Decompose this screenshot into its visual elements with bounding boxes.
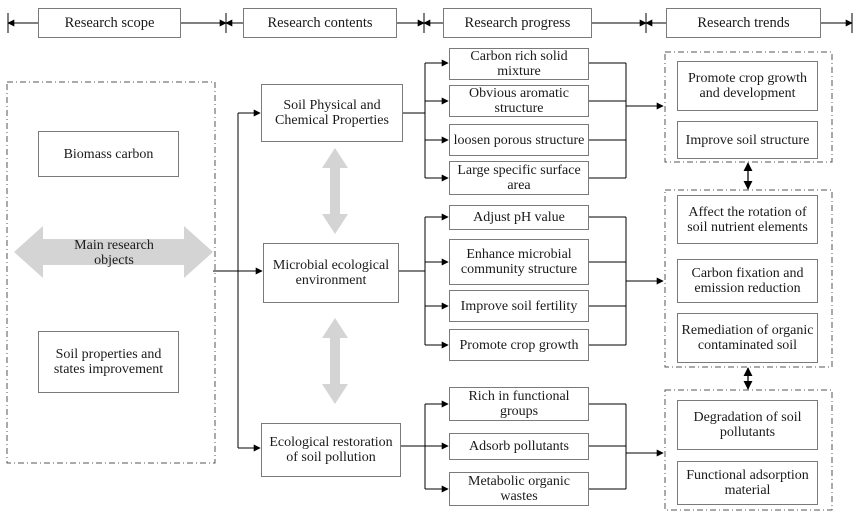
progress-adjust-ph: Adjust pH value — [449, 205, 589, 230]
header-timeline — [7, 13, 853, 33]
content-ecological-restoration: Ecological restoration of soil pollution — [261, 423, 401, 477]
scope-main-research-objects: Main research objects — [74, 238, 154, 268]
dashed-containers — [6, 51, 833, 511]
content-soil-physical-chemical: Soil Physical and Chemical Properties — [261, 84, 403, 142]
scope-to-contents-connectors — [213, 109, 263, 452]
scope-biomass-carbon: Biomass carbon — [38, 131, 179, 177]
trend-promote-crop-growth: Promote crop growth and development — [677, 61, 818, 111]
trend-improve-soil-structure: Improve soil structure — [677, 121, 818, 159]
progress-microbial-community: Enhance microbial community structure — [449, 239, 589, 285]
progress-carbon-rich-solid-mixture: Carbon rich solid mixture — [449, 48, 589, 80]
header-research-progress: Research progress — [443, 8, 592, 38]
trend-degradation-pollutants: Degradation of soil pollutants — [677, 400, 818, 450]
big-arrows — [14, 148, 348, 404]
progress-functional-groups: Rich in functional groups — [449, 387, 589, 421]
header-research-contents: Research contents — [243, 8, 397, 38]
content-microbial-environment: Microbial ecological environment — [263, 243, 399, 303]
progress-to-trends-connectors — [589, 62, 664, 490]
progress-porous-structure: loosen porous structure — [449, 124, 589, 156]
trend-carbon-fixation: Carbon fixation and emission reduction — [677, 259, 818, 303]
scope-soil-properties-improvement: Soil properties and states improvement — [38, 331, 179, 393]
progress-soil-fertility: Improve soil fertility — [449, 290, 589, 322]
contents-to-progress-connectors — [399, 59, 449, 493]
progress-adsorb-pollutants: Adsorb pollutants — [449, 433, 589, 460]
trend-remediation-organic-soil: Remediation of organic contaminated soil — [677, 313, 818, 363]
progress-aromatic-structure: Obvious aromatic structure — [449, 85, 589, 117]
header-research-scope: Research scope — [38, 8, 181, 38]
trend-soil-nutrient-rotation: Affect the rotation of soil nutrient ele… — [677, 195, 818, 244]
progress-promote-crop-growth: Promote crop growth — [449, 329, 589, 361]
progress-metabolic-organic-wastes: Metabolic organic wastes — [449, 472, 589, 506]
header-research-trends: Research trends — [666, 8, 821, 38]
progress-specific-surface-area: Large specific surface area — [449, 161, 589, 195]
trend-functional-adsorption: Functional adsorption material — [677, 461, 818, 505]
